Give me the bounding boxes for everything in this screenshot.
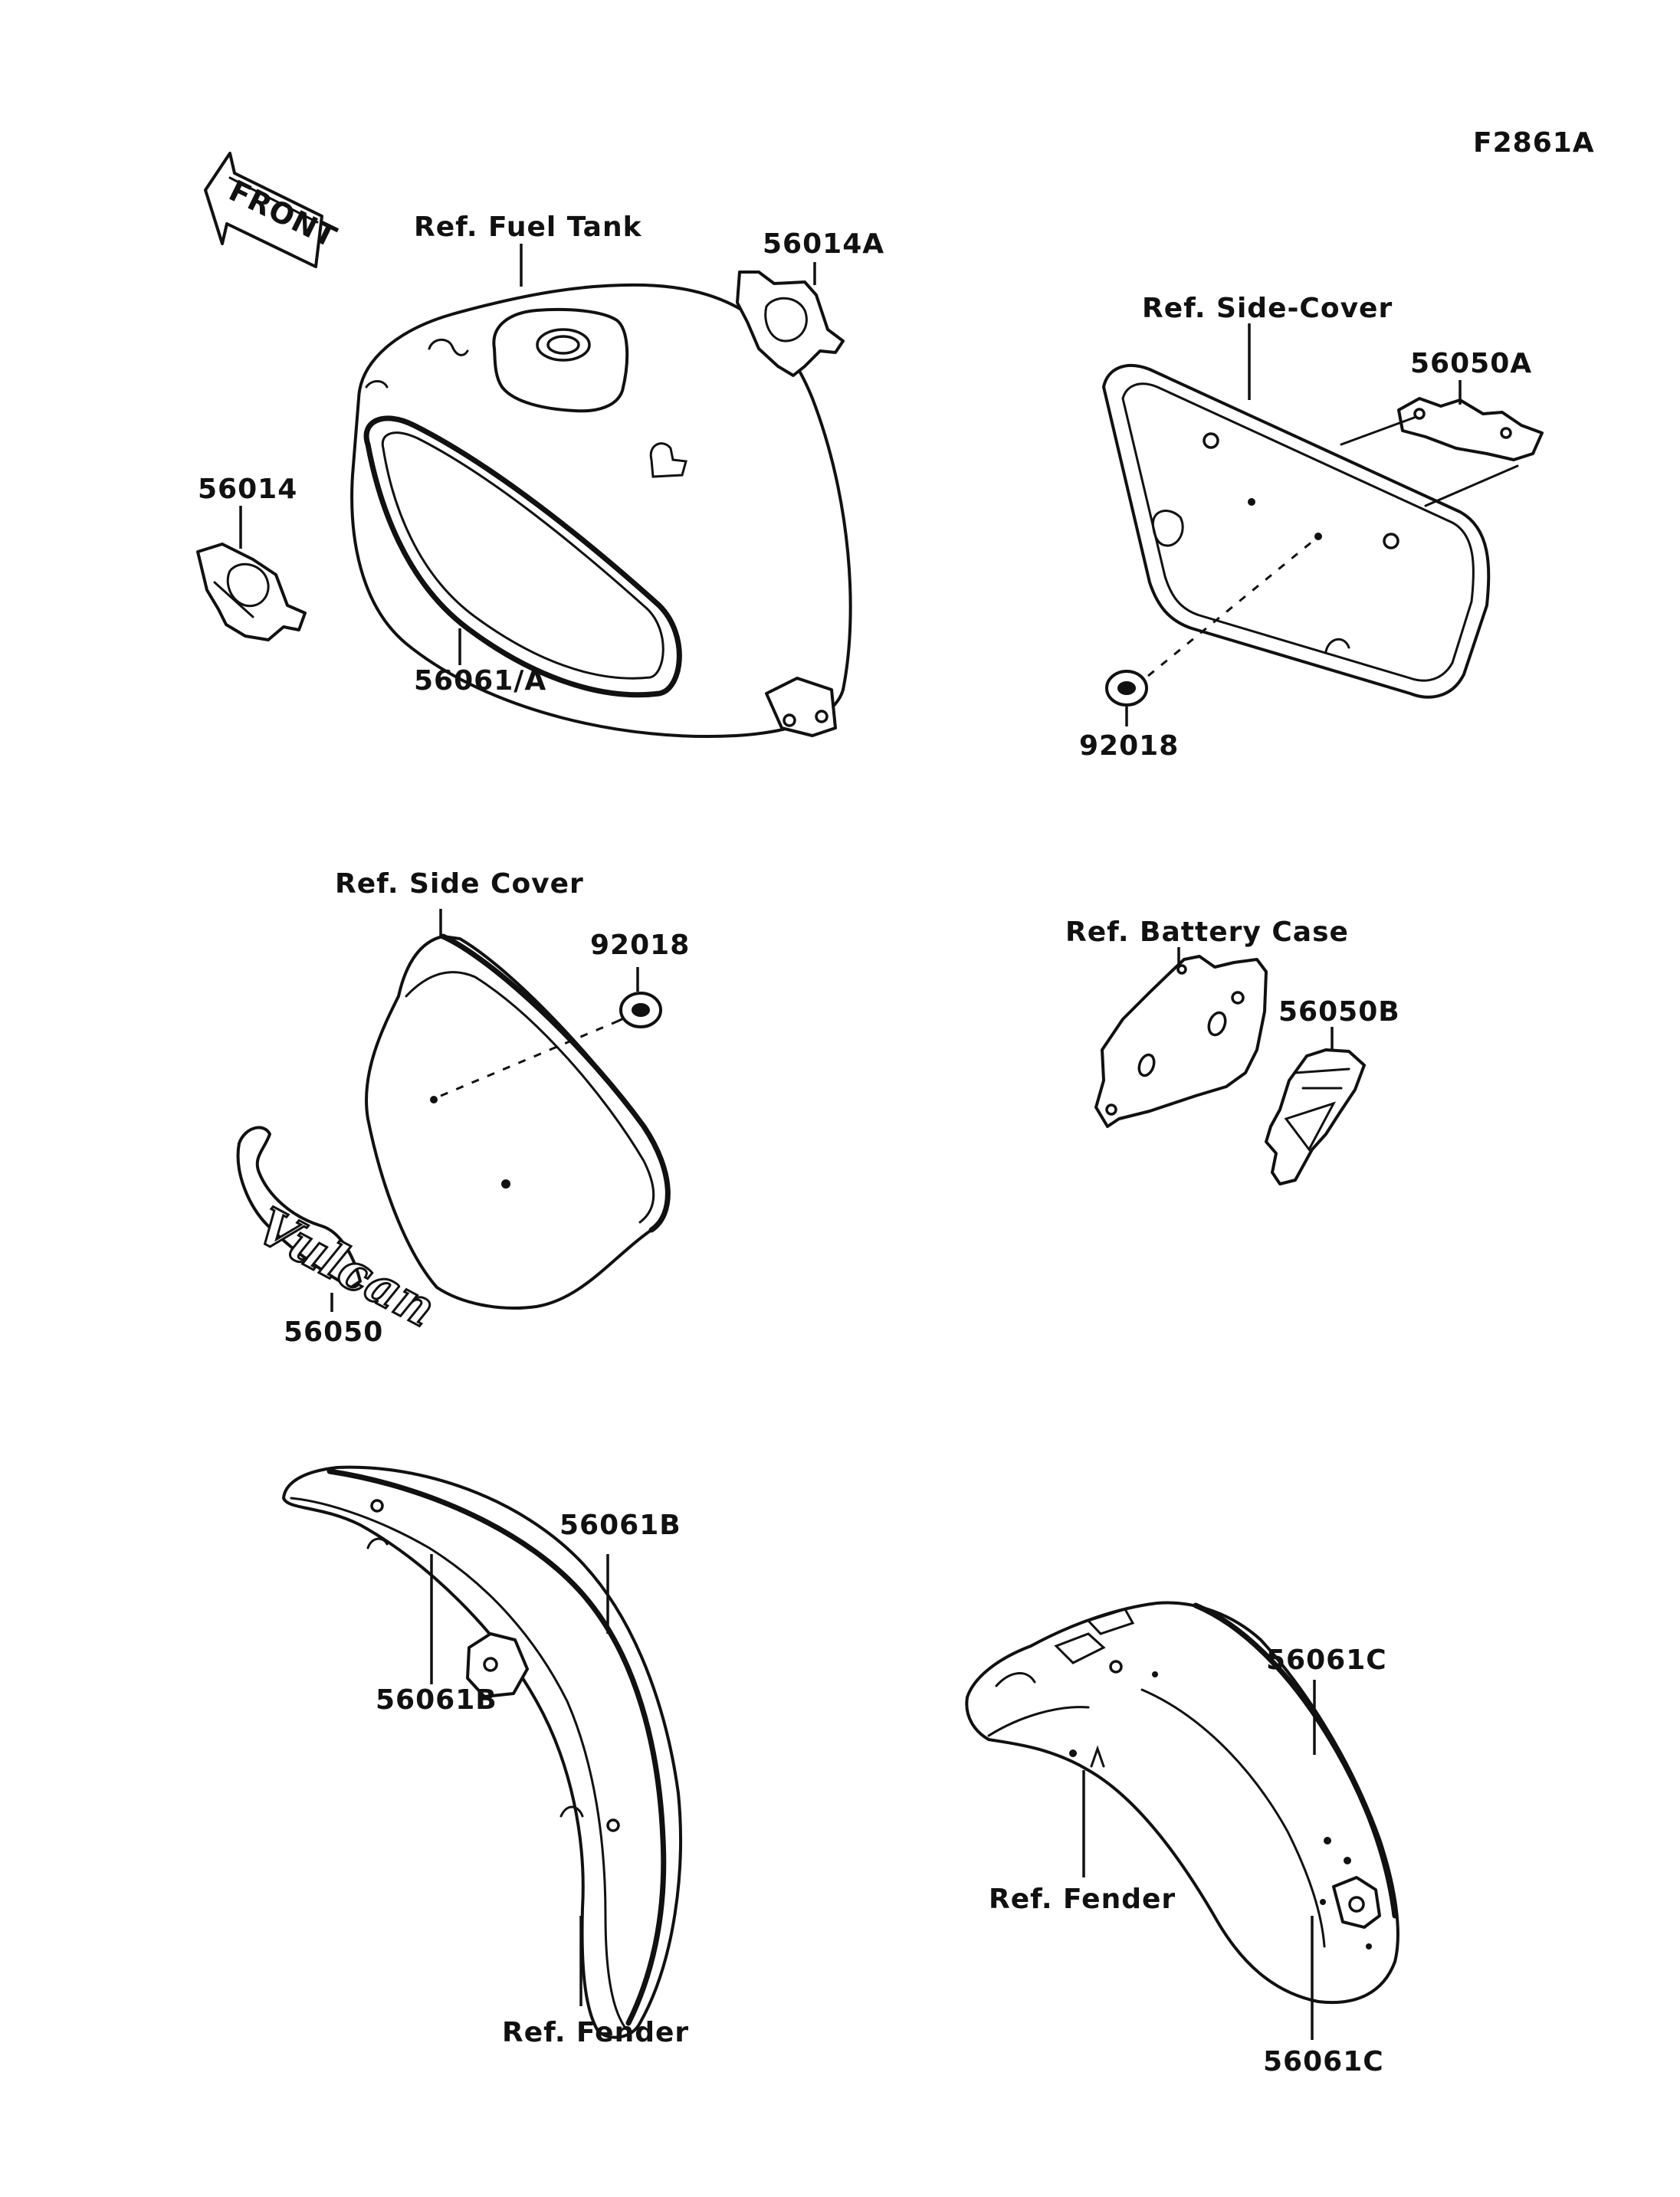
label-ref-battery-case: Ref. Battery Case: [1065, 917, 1349, 948]
label-ref-side-cover-right: Ref. Side-Cover: [1142, 293, 1393, 324]
battery-case: [1094, 955, 1268, 1128]
emblem-56014a: [736, 271, 845, 377]
label-56061c-top: 56061C: [1266, 1644, 1387, 1676]
label-ref-fender-rear: Ref. Fender: [989, 1884, 1176, 1915]
label-56050a: 56050A: [1410, 348, 1532, 379]
emblem-56050b: [1265, 1048, 1366, 1185]
label-ref-fender-front: Ref. Fender: [502, 2017, 689, 2048]
figure-code: F2861A: [1473, 127, 1595, 159]
label-56050: 56050: [284, 1317, 383, 1348]
label-56050b: 56050B: [1278, 996, 1400, 1028]
emblem-56014: [196, 543, 307, 641]
label-56014a: 56014A: [763, 228, 884, 260]
label-56061b-inner: 56061B: [376, 1684, 497, 1716]
label-56014: 56014: [198, 474, 297, 505]
front-fender: [282, 1465, 682, 2039]
grommet-92018-left: [619, 992, 662, 1028]
label-92018-left: 92018: [590, 930, 690, 961]
label-92018-right: 92018: [1079, 730, 1179, 762]
rear-fender: [965, 1601, 1399, 2005]
label-56061c-bottom: 56061C: [1263, 2046, 1384, 2077]
side-cover-right: [1102, 363, 1491, 699]
front-arrow-icon: FRONT: [204, 152, 342, 268]
grommet-92018-right: [1105, 670, 1148, 707]
side-cover-left: [365, 933, 671, 1310]
fuel-tank: [350, 283, 852, 739]
label-ref-side-cover-left: Ref. Side Cover: [335, 868, 584, 900]
emblem-56050a: [1397, 397, 1544, 461]
label-56061-a: 56061/A: [414, 665, 546, 697]
label-ref-fuel-tank: Ref. Fuel Tank: [414, 212, 642, 243]
label-56061b-outer: 56061B: [559, 1510, 681, 1541]
